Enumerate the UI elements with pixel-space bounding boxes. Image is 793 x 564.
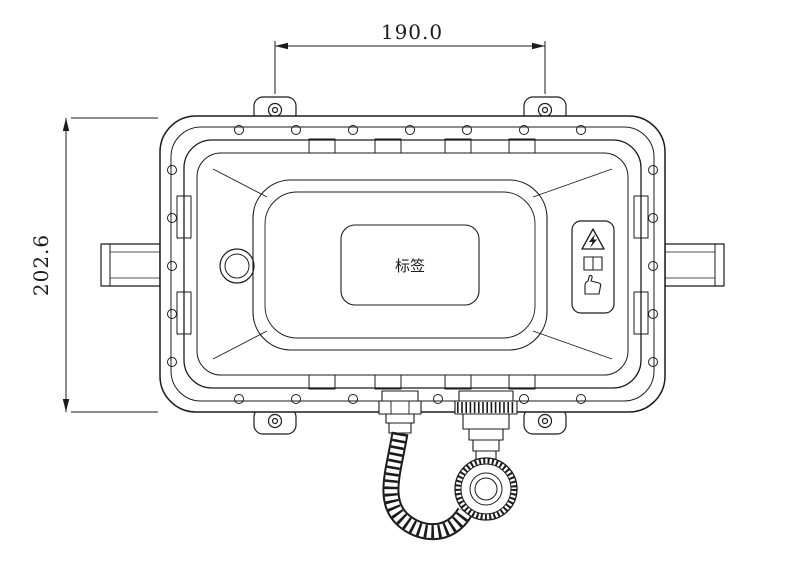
clip-tab xyxy=(444,374,472,390)
right-pipe-fitting xyxy=(664,243,725,287)
chamfer-line xyxy=(532,168,613,198)
plug-core xyxy=(474,477,498,501)
lightning-bolt xyxy=(589,234,597,248)
clip-tab xyxy=(444,138,472,154)
port-outer-circle xyxy=(219,248,255,284)
bolt-hole xyxy=(462,125,472,135)
clip-tab xyxy=(308,138,336,154)
bolt-hole xyxy=(234,394,244,404)
arrowhead xyxy=(275,42,288,50)
lid-inner-edge xyxy=(196,152,629,376)
bolt-hole xyxy=(348,125,358,135)
label-outline xyxy=(340,224,480,306)
clip-tab xyxy=(176,291,192,335)
chamfer-line xyxy=(532,330,613,360)
ear-hole-inner xyxy=(541,417,549,425)
plug-middle-ring xyxy=(460,463,512,515)
clip-tab xyxy=(374,138,402,154)
clip-tab xyxy=(508,138,536,154)
clip-tab xyxy=(633,195,649,239)
electric-shock-warning-icon xyxy=(581,228,605,250)
connector-step xyxy=(468,428,504,441)
vertical-dimension: 202.6 xyxy=(29,117,158,413)
bolt-hole xyxy=(648,165,658,175)
plug-inner-ring xyxy=(469,472,503,506)
read-manual-icon xyxy=(583,256,603,271)
bolt-hole xyxy=(519,394,529,404)
horizontal-dimension: 190.0 xyxy=(274,20,546,94)
clip-tab xyxy=(308,374,336,390)
clip-tab xyxy=(374,374,402,390)
bolt-hole xyxy=(167,165,177,175)
left-cable-gland xyxy=(378,390,422,434)
bolt-hole xyxy=(348,394,358,404)
gland-sleeve xyxy=(388,422,412,434)
ear-hole-inner xyxy=(541,106,549,114)
hand-shape xyxy=(584,274,602,295)
warning-label xyxy=(571,220,615,314)
clip-tab xyxy=(508,374,536,390)
product-label: 标签 xyxy=(340,224,480,306)
chamfer-line xyxy=(212,168,268,198)
circular-connector xyxy=(454,457,518,521)
gland-locknut xyxy=(381,390,419,402)
bolt-hole xyxy=(291,125,301,135)
bolt-hole xyxy=(576,125,586,135)
raised-panel-inner xyxy=(264,191,536,339)
bolt-hole xyxy=(405,125,415,135)
corrugated-tube xyxy=(382,431,473,541)
chamfer-line xyxy=(212,330,268,360)
bolt-hole xyxy=(234,125,244,135)
warning-triangle xyxy=(581,228,605,250)
port-inner-circle xyxy=(224,253,250,279)
bolt-hole xyxy=(291,394,301,404)
hand-touch-warning-icon xyxy=(584,274,602,295)
connector-flange xyxy=(458,390,514,402)
left-pipe-fitting xyxy=(100,243,161,287)
bolt-hole xyxy=(167,357,177,367)
plug-knurl-ring xyxy=(455,458,517,520)
arrowhead xyxy=(532,42,545,50)
pipe-body xyxy=(100,243,161,287)
ear-hole-inner xyxy=(271,417,279,425)
label-text: 标签 xyxy=(395,258,425,275)
tube-corrugation xyxy=(384,431,471,539)
bolt-hole xyxy=(576,394,586,404)
raised-panel-outer xyxy=(252,179,548,351)
ear-hole-inner xyxy=(271,106,279,114)
clip-tab xyxy=(176,195,192,239)
connector-body xyxy=(462,413,510,430)
inspection-port xyxy=(219,248,255,284)
bolt-hole xyxy=(167,261,177,271)
arrowhead xyxy=(62,399,70,412)
bolt-hole xyxy=(433,394,443,404)
gland-hex-nut xyxy=(378,400,422,415)
height-dimension-text: 202.6 xyxy=(29,234,53,296)
right-connector-stack xyxy=(454,390,518,461)
gland-body xyxy=(385,413,415,424)
arrowhead xyxy=(62,118,70,131)
bolt-hole xyxy=(519,125,529,135)
connector-step xyxy=(472,439,500,452)
bolt-hole xyxy=(648,261,658,271)
clip-tab xyxy=(633,291,649,335)
bolt-hole xyxy=(648,357,658,367)
width-dimension-text: 190.0 xyxy=(381,20,443,44)
